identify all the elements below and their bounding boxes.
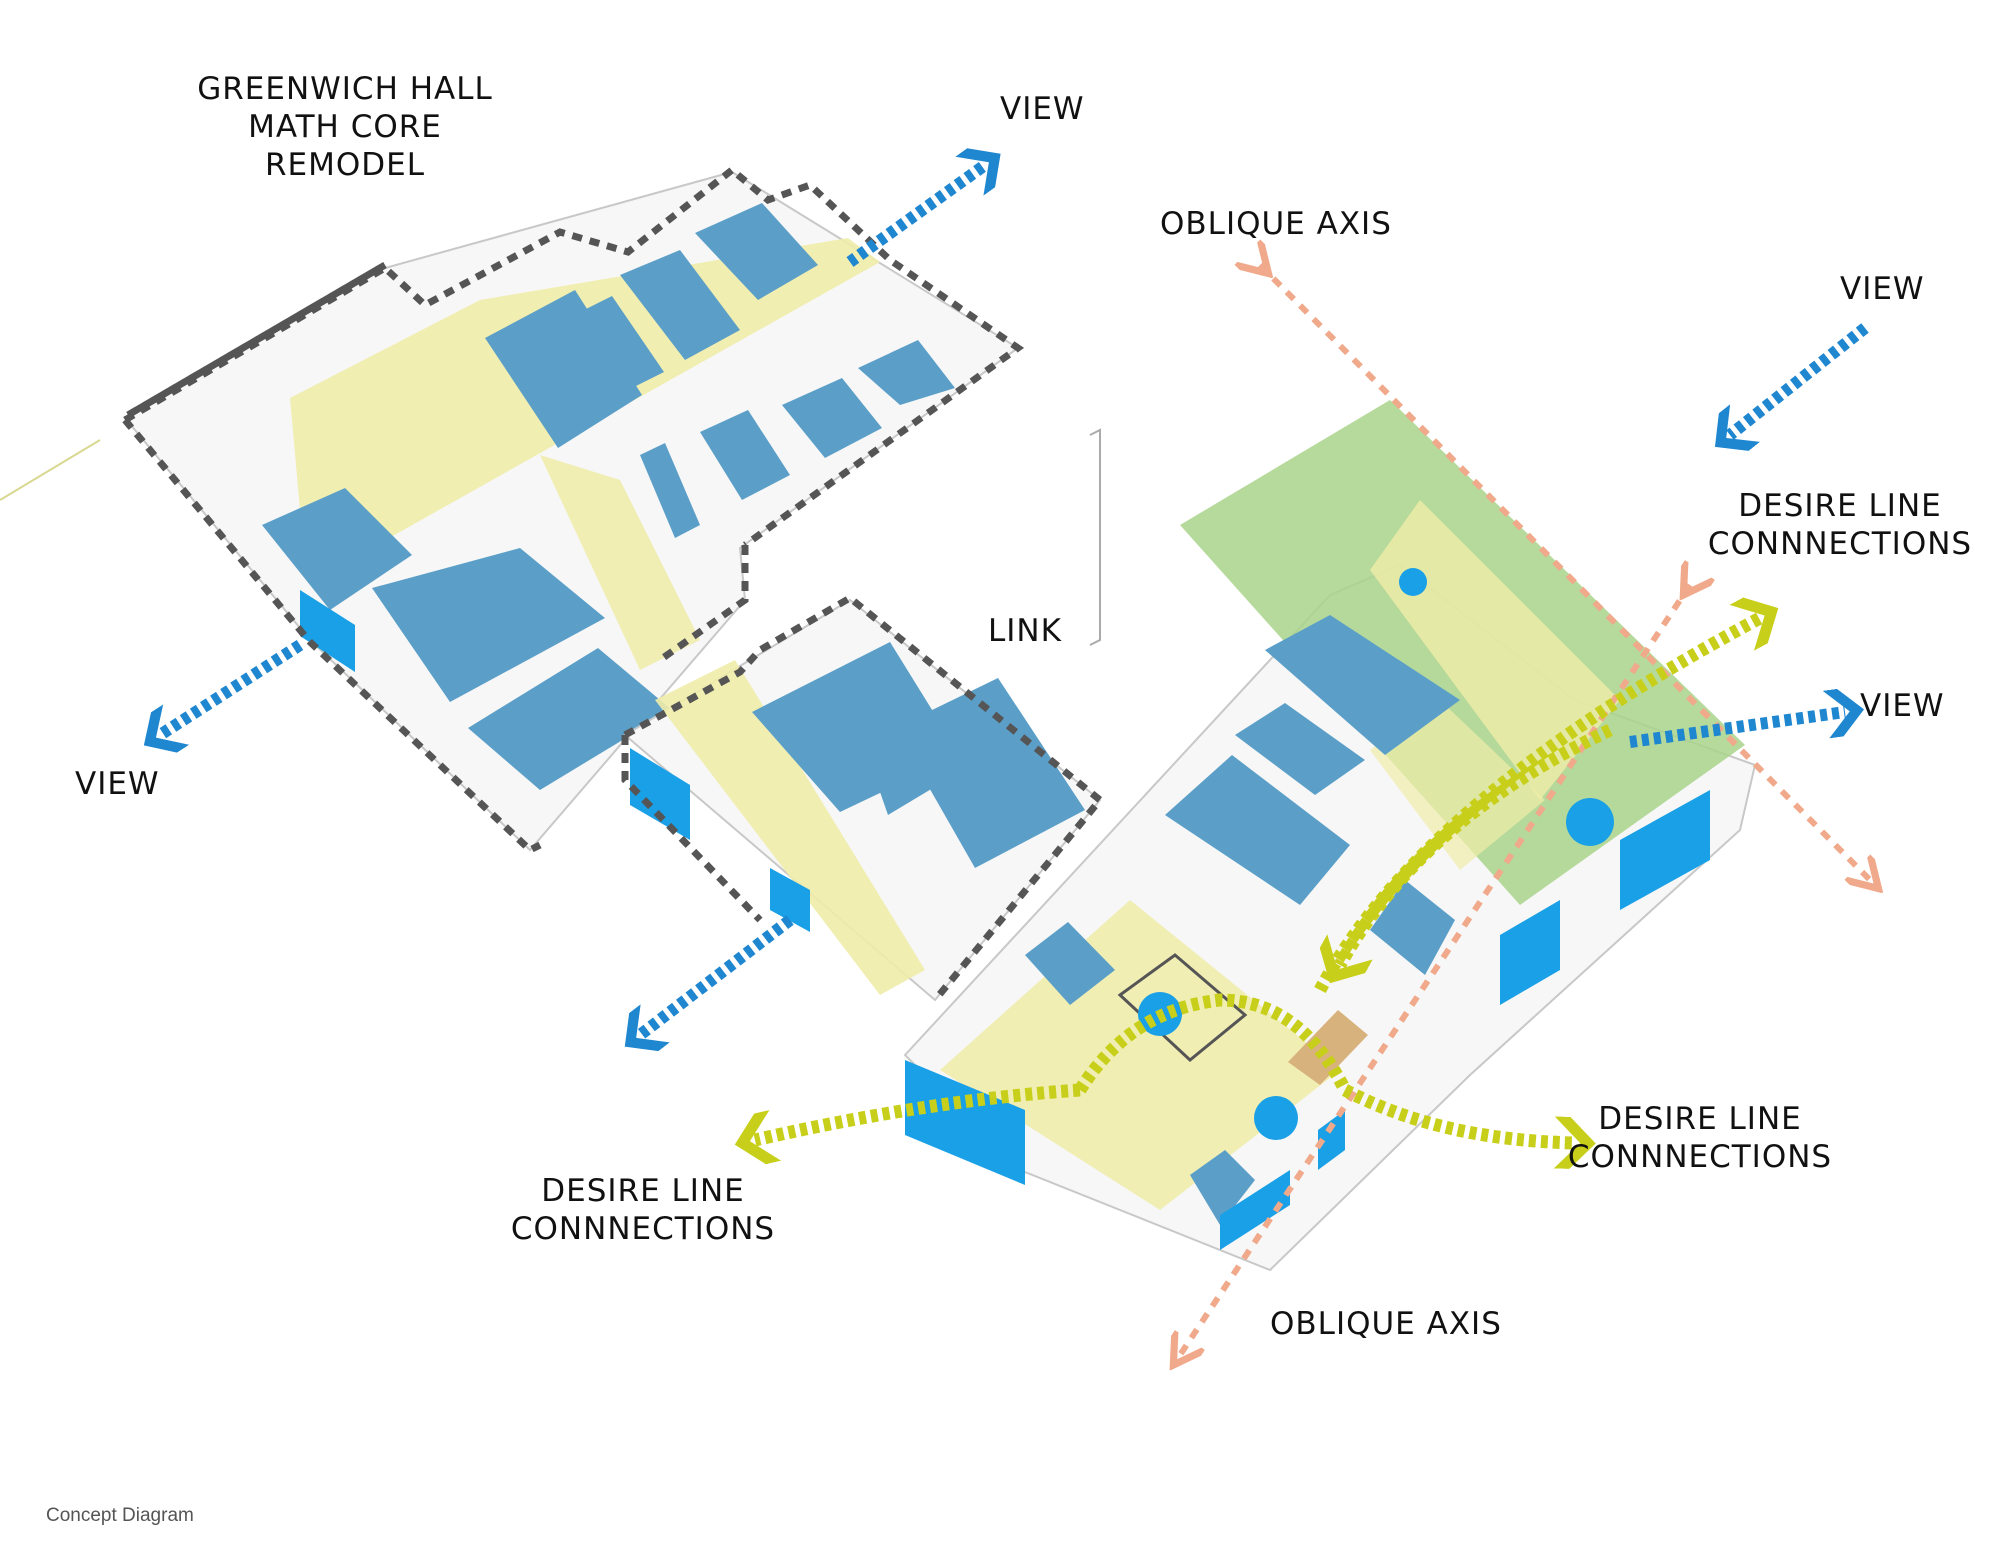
label-view-right: VIEW (1860, 688, 1945, 724)
label-desire-right-top: DESIRE LINE CONNNECTIONS (1705, 487, 1975, 563)
title-line-1: GREENWICH HALL (197, 71, 493, 107)
building-greenwich-hall (122, 165, 1025, 855)
room-blocks-greenwich (262, 203, 955, 790)
figure-caption: Concept Diagram (46, 1505, 194, 1526)
label-oblique-axis-top: OBLIQUE AXIS (1160, 206, 1392, 242)
desire-right-bottom-line-2: CONNNECTIONS (1567, 1139, 1833, 1175)
label-view-right-top: VIEW (1840, 271, 1925, 307)
desire-right-top-line-2: CONNNECTIONS (1707, 526, 1973, 562)
desire-left-bottom-line-1: DESIRE LINE (541, 1173, 745, 1209)
faint-guide-line (0, 439, 101, 501)
title-line-3: REMODEL (264, 147, 425, 183)
view-arrows (143, 148, 1869, 1052)
project-title: GREENWICH HALL MATH CORE REMODEL (195, 70, 495, 184)
title-line-2: MATH CORE (248, 109, 442, 145)
label-desire-left-bottom: DESIRE LINE CONNNECTIONS (508, 1172, 778, 1248)
label-view-left: VIEW (75, 766, 160, 802)
label-link: LINK (988, 613, 1062, 649)
label-desire-right-bottom: DESIRE LINE CONNNECTIONS (1565, 1100, 1835, 1176)
desire-right-top-line-1: DESIRE LINE (1738, 488, 1942, 524)
label-view-top: VIEW (1000, 91, 1085, 127)
desire-left-bottom-line-2: CONNNECTIONS (510, 1211, 776, 1247)
label-oblique-axis-bottom: OBLIQUE AXIS (1270, 1306, 1502, 1342)
desire-right-bottom-line-1: DESIRE LINE (1598, 1101, 1802, 1137)
building-link (621, 593, 1105, 1003)
desire-lines (734, 597, 1779, 1169)
